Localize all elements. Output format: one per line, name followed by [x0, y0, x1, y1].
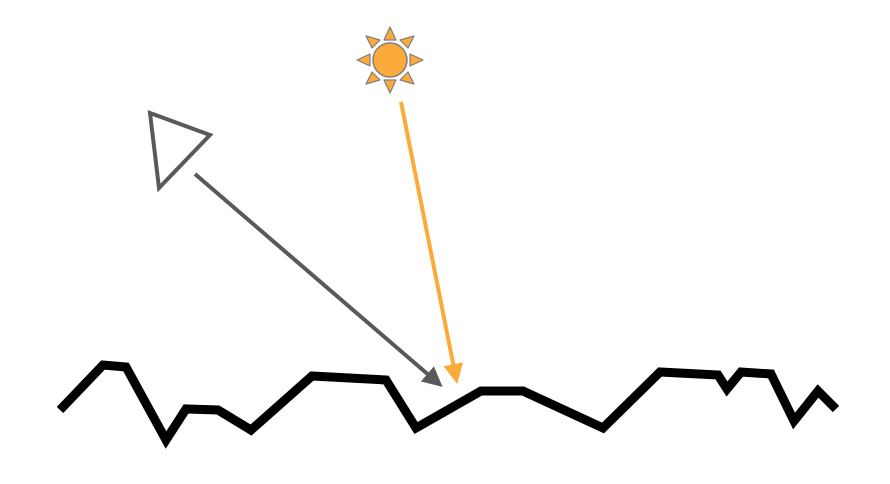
incident-ray [399, 101, 464, 384]
view-ray [193, 172, 443, 387]
sun-disc [372, 42, 408, 78]
rough-surface [56, 360, 840, 449]
sun-rays [356, 26, 424, 94]
sun-icon [356, 26, 424, 94]
camera-viewpoint-icon [147, 109, 214, 193]
